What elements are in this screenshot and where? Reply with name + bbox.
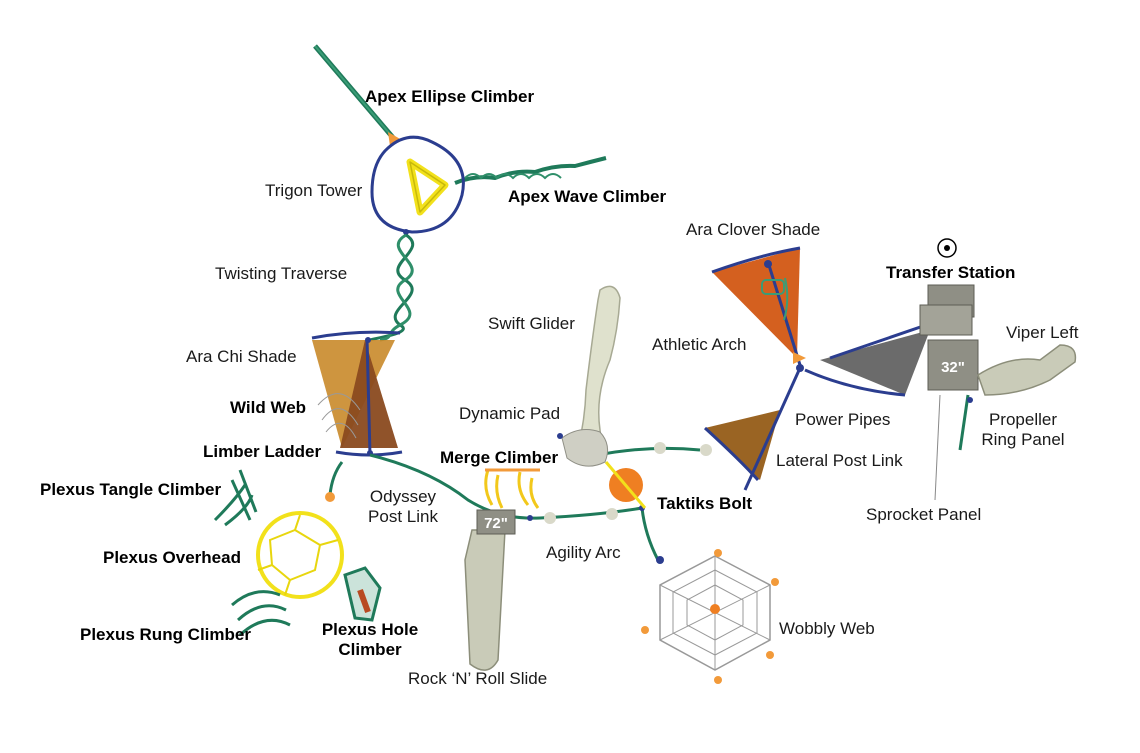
label-lateral-post-link: Lateral Post Link — [776, 451, 903, 470]
wobbly-web — [641, 549, 779, 684]
plexus-hole-climber — [343, 566, 382, 622]
swift-glider — [577, 285, 621, 453]
label-transfer-station: Transfer Station — [886, 263, 1016, 282]
label-swift-glider: Swift Glider — [488, 314, 575, 333]
apex-ellipse-climber — [313, 44, 402, 146]
label-wobbly-web: Wobbly Web — [779, 619, 875, 638]
trigon-tower — [370, 135, 465, 235]
label-trigon-tower: Trigon Tower — [265, 181, 363, 200]
transfer-deck-height: 32" — [941, 359, 965, 376]
label-plexus-rung-climber: Plexus Rung Climber — [80, 625, 251, 644]
label-merge-climber: Merge Climber — [440, 448, 559, 467]
athletic-arch — [761, 277, 806, 364]
label-limber-ladder: Limber Ladder — [203, 442, 322, 461]
lateral-post-link — [703, 364, 804, 491]
rock-n-roll-slide — [464, 509, 516, 671]
label-agility-arc: Agility Arc — [546, 543, 621, 562]
label-dynamic-pad: Dynamic Pad — [459, 404, 561, 423]
label-ara-clover-shade: Ara Clover Shade — [686, 220, 821, 239]
label-odyssey-post-link: Odyssey Post Link — [368, 487, 438, 526]
transfer-station — [919, 238, 979, 391]
plexus-overhead — [256, 492, 344, 599]
label-ara-chi-shade: Ara Chi Shade — [186, 347, 297, 366]
label-propeller-ring-panel: Propeller Ring Panel — [981, 410, 1065, 449]
ara-chi-shade — [311, 330, 403, 457]
label-taktiks-bolt: Taktiks Bolt — [657, 494, 753, 513]
label-rock-n-roll-slide: Rock ‘N’ Roll Slide — [408, 669, 548, 688]
label-plexus-tangle-climber: Plexus Tangle Climber — [40, 480, 222, 499]
label-apex-ellipse-climber: Apex Ellipse Climber — [365, 87, 535, 106]
label-twisting-traverse: Twisting Traverse — [215, 264, 348, 283]
wild-web — [317, 393, 361, 439]
label-power-pipes: Power Pipes — [795, 410, 891, 429]
label-apex-wave-climber: Apex Wave Climber — [508, 187, 667, 206]
apex-wave-climber — [454, 156, 607, 185]
power-pipes — [804, 320, 936, 397]
label-plexus-hole-climber: Plexus Hole Climber — [321, 620, 419, 659]
label-wild-web: Wild Web — [230, 398, 307, 417]
slide-deck-height: 72" — [484, 515, 508, 532]
label-sprocket-panel: Sprocket Panel — [866, 505, 982, 524]
merge-climber — [484, 468, 540, 509]
label-viper-left: Viper Left — [1006, 323, 1079, 342]
taktiks-bolt — [604, 461, 647, 509]
viper-left — [977, 344, 1077, 396]
plexus-rung-climber — [231, 590, 291, 637]
dynamic-pad — [557, 429, 609, 467]
label-athletic-arch: Athletic Arch — [652, 335, 747, 354]
plexus-tangle-climber — [213, 469, 258, 527]
label-plexus-overhead: Plexus Overhead — [103, 548, 241, 567]
propeller-ring-panel — [958, 394, 973, 451]
sprocket-panel — [934, 394, 941, 501]
twisting-traverse — [369, 233, 415, 342]
